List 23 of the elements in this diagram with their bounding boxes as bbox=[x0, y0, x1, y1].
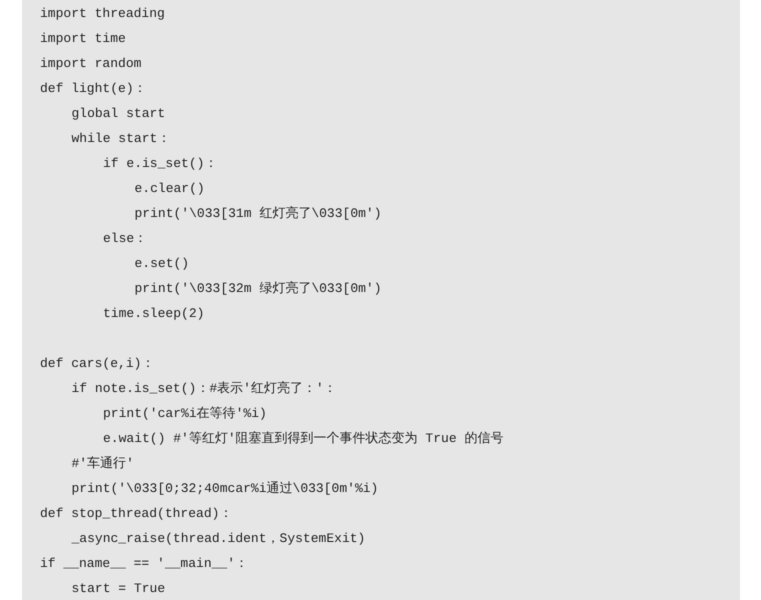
code-line: while start： bbox=[72, 131, 170, 147]
code-line: start = True bbox=[72, 581, 166, 597]
code-line: time.sleep(2) bbox=[103, 306, 204, 322]
code-line: e.clear() bbox=[134, 181, 205, 197]
code-line: print('car%i在等待'%i) bbox=[103, 406, 267, 422]
code-line: e.wait() #'等红灯'阻塞直到得到一个事件状态变为 True 的信号 bbox=[103, 431, 504, 447]
code-line: import threading bbox=[40, 6, 165, 22]
code-line: if note.is_set()：#表示'红灯亮了：'： bbox=[72, 381, 337, 397]
code-line: global start bbox=[72, 106, 166, 122]
code-line: #'车通行' bbox=[72, 456, 134, 472]
code-line: import time bbox=[40, 31, 126, 47]
code-line: def cars(e,i)： bbox=[40, 356, 154, 372]
code-line: else： bbox=[103, 231, 148, 247]
code-line: def light(e)： bbox=[40, 81, 147, 97]
code-line: print('\033[32m 绿灯亮了\033[0m') bbox=[134, 281, 382, 297]
code-line: print('\033[0;32;40mcar%i通过\033[0m'%i) bbox=[72, 481, 378, 497]
code-line: e.set() bbox=[134, 256, 190, 272]
code-line: if e.is_set()： bbox=[103, 156, 218, 172]
code-line: def stop_thread(thread)： bbox=[40, 506, 232, 522]
code-line: print('\033[31m 红灯亮了\033[0m') bbox=[134, 206, 382, 222]
code-line: if __name__ == '__main__'： bbox=[40, 556, 248, 572]
code-line: _async_raise(thread.ident，SystemExit) bbox=[72, 531, 366, 547]
code-line: import random bbox=[40, 56, 142, 72]
